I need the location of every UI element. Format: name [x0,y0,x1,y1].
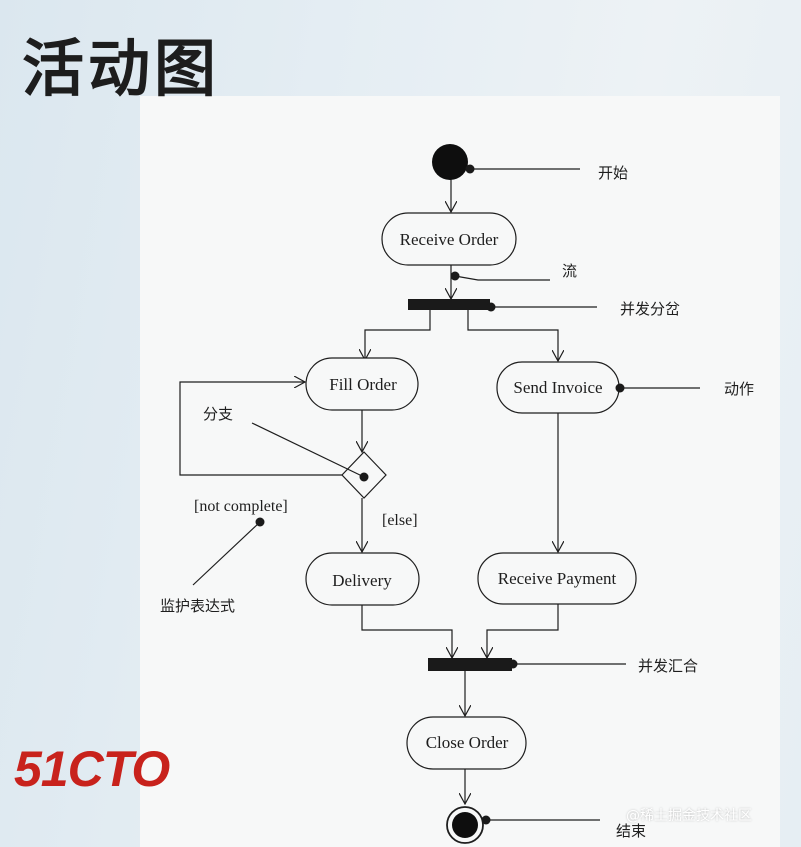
node-delivery [305,552,420,606]
leader-dot [481,815,491,825]
guard-not-complete: [not complete] [194,498,288,515]
label-receive-payment: Receive Payment [498,569,617,588]
annotation-join: 并发汇合 [638,657,698,675]
annotation-fork: 并发分岔 [620,300,680,318]
leader-dot [255,517,265,527]
guard-else: [else] [382,512,418,529]
leader-flow [454,275,550,281]
leader-branch [251,422,363,477]
final-node-core [452,812,478,838]
label-delivery: Delivery [332,571,392,590]
node-fill-order [305,357,419,411]
leader-dot [450,271,460,281]
node-close-order [406,716,527,770]
leader-dot [359,472,369,482]
annotation-flow: 流 [562,262,577,280]
join-bar [428,658,512,671]
slide-title: 活动图 [22,32,221,105]
flow-edge [365,310,431,360]
label-fill-order: Fill Order [329,375,397,394]
watermark: @稀土掘金技术社区 [626,808,752,824]
leader-dot [615,383,625,393]
flow-edge [361,605,452,658]
flow-edge [467,310,558,361]
initial-node [432,144,468,180]
annotation-start: 开始 [598,164,628,182]
leader-dot [508,659,518,669]
annotation-guard-expression: 监护表达式 [160,597,235,615]
leader-guard [192,521,261,586]
label-send-invoice: Send Invoice [513,378,602,397]
annotation-action: 动作 [724,380,754,398]
fork-bar [408,299,490,310]
leader-dot [486,302,496,312]
annotation-branch: 分支 [203,405,233,423]
annotation-end: 结束 [616,822,646,840]
node-receive-order [381,212,517,266]
flow-edge [179,382,342,476]
flow-edge [487,603,559,658]
node-receive-payment [477,552,637,605]
label-receive-order: Receive Order [400,230,499,249]
label-close-order: Close Order [426,733,509,752]
leader-dot [465,164,475,174]
